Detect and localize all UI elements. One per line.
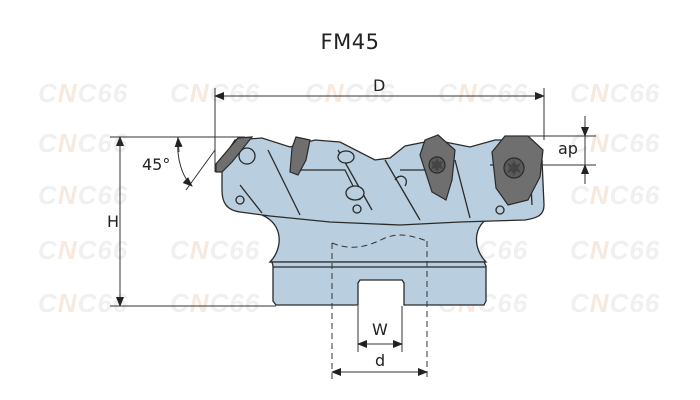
watermark: CNC66 [570,180,661,210]
dimension-lines [110,88,596,376]
dimension-label-angle: 45° [142,155,171,174]
watermark: CNC66 [305,78,396,108]
watermark: CNC66 [38,78,129,108]
watermark: CNC66 [570,288,661,318]
watermark: CNC66 [570,235,661,265]
watermark: CNC66 [38,180,129,210]
watermark: CNC66 [438,78,529,108]
watermark: CNC66 [38,235,129,265]
watermark: CNC66 [170,235,261,265]
dimension-label-H: H [107,212,120,231]
cutter-flange [271,261,487,306]
watermark: CNC66 [170,288,261,318]
dimension-label-D: D [373,76,386,95]
dimension-label-d: d [375,351,386,370]
insert-2 [289,136,311,176]
watermark: CNC66 [570,78,661,108]
drawing-title: FM45 [320,30,380,54]
bore-hidden-lines [331,234,428,380]
insert-left [215,136,254,173]
dimension-label-W: W [372,320,388,339]
dimension-label-ap: ap [558,139,578,158]
cutting-inserts [215,134,544,206]
